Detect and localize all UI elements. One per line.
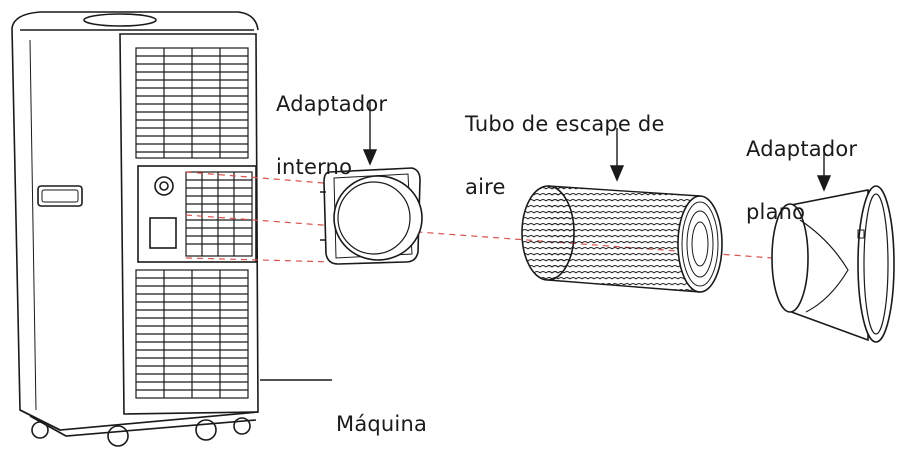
exhaust-tube-label-line1: Tubo de escape de [465,112,665,136]
exhaust-tube-arrow [609,128,625,182]
internal-adapter-label-line2: interno [276,155,353,179]
internal-adapter-label: Adaptador interno [276,52,387,199]
exhaust-tube [521,185,723,293]
exhaust-tube-label-line2: aire [465,175,506,199]
flat-adapter-label: Adaptador plano [746,97,857,244]
internal-adapter-label-line1: Adaptador [276,92,388,116]
exhaust-tube-label: Tubo de escape de aire [465,72,665,219]
machine-label: Máquina [336,372,427,456]
wheel [107,425,129,447]
upper-grille [135,47,249,159]
internal-adapter [320,167,423,265]
wheel [195,419,217,441]
flat-adapter [771,185,895,343]
flat-adapter-label-line1: Adaptador [746,137,858,161]
flat-adapter-arrow [816,146,832,192]
machine-label-text: Máquina [336,412,428,436]
air-conditioner-unit [11,11,259,447]
exhaust-grille [185,171,253,257]
wheel [233,417,251,435]
lower-grille [135,269,249,399]
flat-adapter-label-line2: plano [746,200,806,224]
internal-adapter-arrow [362,100,378,166]
wheel [31,421,49,439]
